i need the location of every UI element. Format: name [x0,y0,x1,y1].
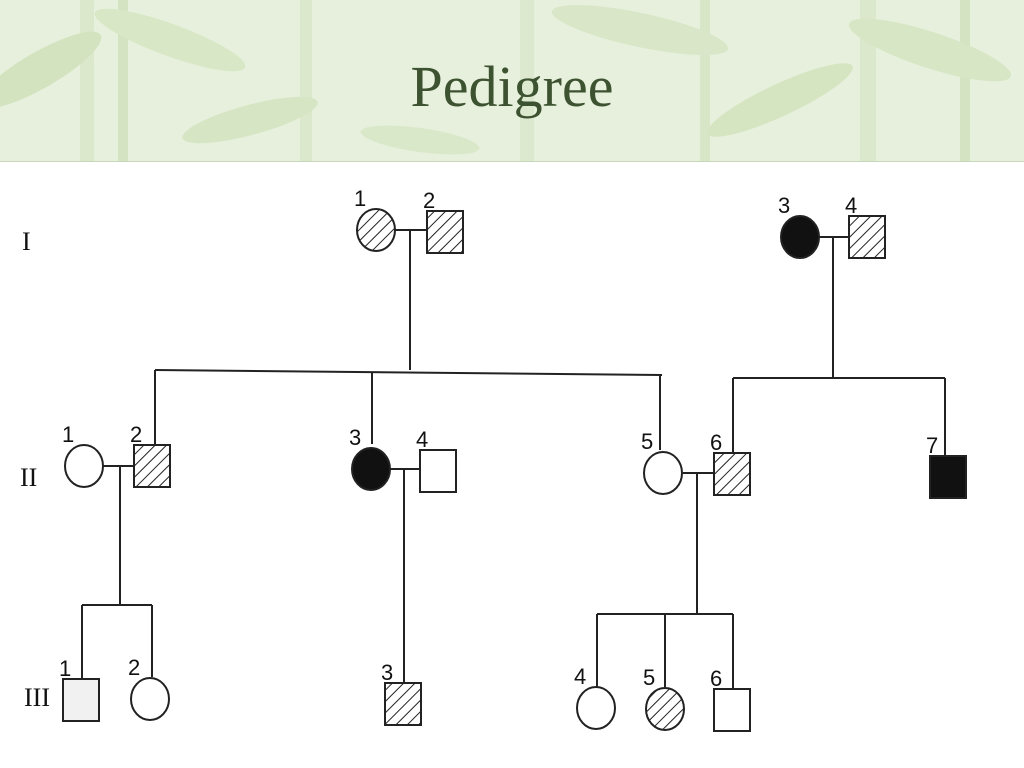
male-symbol [62,678,100,722]
individual-number: 3 [381,660,393,685]
male-symbol [384,682,422,726]
individual-number: 4 [416,427,428,452]
individual-number: 2 [128,655,140,680]
generation-label: I [22,227,31,256]
individual-number: 2 [130,422,142,447]
individual-number: 3 [349,425,361,450]
individual-number: 6 [710,430,722,455]
generation-label: III [24,683,50,712]
individuals: 1 2 3 4 1 2 3 4 5 6 7 1 2 3 4 5 6 [59,186,967,732]
male-symbol [133,444,171,488]
individual-number: 3 [778,193,790,218]
individual-iii-3: 3 [381,660,422,726]
individual-ii-2: 2 [130,422,171,488]
individual-i-1: 1 [354,186,396,252]
individual-number: 5 [643,665,655,690]
female-symbol [130,677,170,721]
female-symbol [356,208,396,252]
individual-ii-7: 7 [926,433,967,499]
header-divider [0,161,1024,162]
male-symbol [426,210,464,254]
individual-ii-6: 6 [710,430,751,496]
individual-ii-5: 5 [641,429,683,495]
individual-i-3: 3 [778,193,820,259]
female-symbol [351,447,391,491]
individual-number: 5 [641,429,653,454]
individual-number: 4 [845,193,857,218]
individual-ii-4: 4 [416,427,457,493]
slide-header: Pedigree [0,0,1024,162]
sibship-line [154,369,663,376]
individual-number: 1 [59,656,71,681]
individual-number: 7 [926,433,938,458]
individual-number: 4 [574,664,586,689]
individual-number: 2 [423,188,435,213]
female-symbol [64,444,104,488]
individual-ii-3: 3 [349,425,391,491]
generation-label: II [20,463,37,492]
individual-ii-1: 1 [62,422,104,488]
female-symbol [780,215,820,259]
individual-iii-1: 1 [59,656,100,722]
individual-i-2: 2 [423,188,464,254]
individual-i-4: 4 [845,193,886,259]
female-symbol [645,687,685,731]
page-title: Pedigree [410,54,614,119]
male-symbol [929,455,967,499]
male-symbol [419,449,457,493]
male-symbol [713,688,751,732]
female-symbol [576,686,616,730]
female-symbol [643,451,683,495]
individual-iii-5: 5 [643,665,685,731]
individual-iii-2: 2 [128,655,170,721]
bamboo-background [0,0,1024,162]
individual-iii-6: 6 [710,666,751,732]
individual-number: 1 [62,422,74,447]
individual-iii-4: 4 [574,664,616,730]
individual-number: 6 [710,666,722,691]
pedigree-lines [81,229,946,688]
male-symbol [713,452,751,496]
individual-number: 1 [354,186,366,211]
male-symbol [848,215,886,259]
